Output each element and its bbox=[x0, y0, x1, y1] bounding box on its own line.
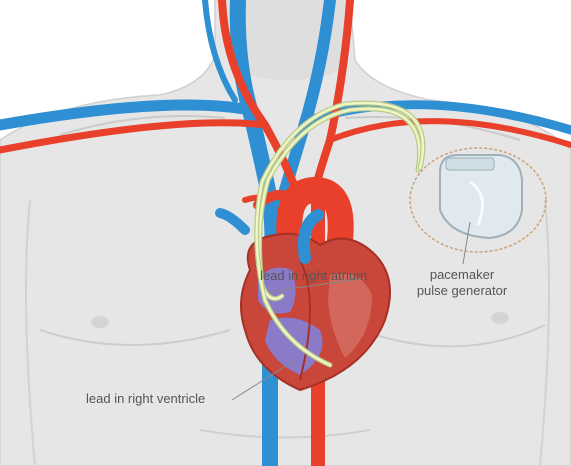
right-nipple bbox=[491, 312, 509, 324]
left-nipple bbox=[91, 316, 109, 328]
label-lead-right-ventricle: lead in right ventricle bbox=[86, 391, 205, 407]
label-lead-right-atrium: lead in right atrium bbox=[260, 268, 367, 284]
label-pulse-generator-line1: pacemaker bbox=[406, 267, 518, 283]
label-pulse-generator: pacemaker pulse generator bbox=[406, 267, 518, 299]
pulse-generator bbox=[440, 155, 522, 238]
label-pulse-generator-line2: pulse generator bbox=[406, 283, 518, 299]
